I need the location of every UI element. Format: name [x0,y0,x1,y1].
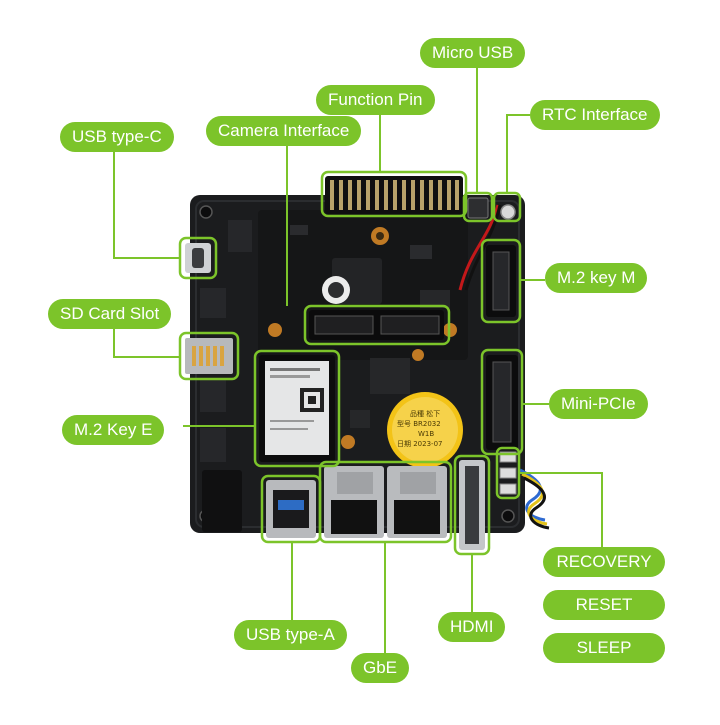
label-camera-interface: Camera Interface [206,116,362,146]
rtc-battery: 品種 松下 型号 BR2032 W1B 日期 2023-07 [387,392,463,468]
label-sd-card-slot: SD Card Slot [48,299,172,329]
hardware-buttons [499,451,517,495]
label-rtc-interface: RTC Interface [530,100,660,130]
label-usb-type-c: USB type-C [60,122,174,152]
usb-c-port [185,243,211,273]
label-function-pin: Function Pin [316,85,435,115]
label-m2-key-e: M.2 Key E [62,415,165,445]
usb-a-port [266,480,316,538]
label-mini-pcie: Mini-PCIe [549,389,648,419]
micro-usb-port [467,197,489,219]
label-usb-type-a: USB type-A [234,620,347,650]
battery-marking-3: W1B [418,430,434,438]
label-gbe: GbE [351,653,410,683]
label-micro-usb: Micro USB [420,38,526,68]
camera-connectors [309,310,444,340]
dc-jack [202,470,242,532]
function-pin-header [325,176,463,214]
fan-cable [519,468,550,530]
label-recovery: RECOVERY [543,547,665,577]
leader-lines [113,66,603,653]
label-hdmi: HDMI [438,612,506,642]
wifi-card-m2-key-e [259,355,335,462]
mini-pcie-slot [486,355,518,450]
battery-marking-4: 日期 2023-07 [397,440,442,448]
gbe-ports [324,466,447,538]
lower-components [200,220,424,462]
label-reset: RESET [543,590,665,620]
m2-key-m-slot [486,245,516,317]
label-sleep: SLEEP [543,633,665,663]
sd-card-slot [185,338,233,374]
label-m2-key-m: M.2 key M [545,263,648,293]
battery-marking-1: 品種 松下 [410,409,440,418]
hdmi-port [459,460,485,550]
battery-marking-2: 型号 BR2032 [397,419,441,428]
